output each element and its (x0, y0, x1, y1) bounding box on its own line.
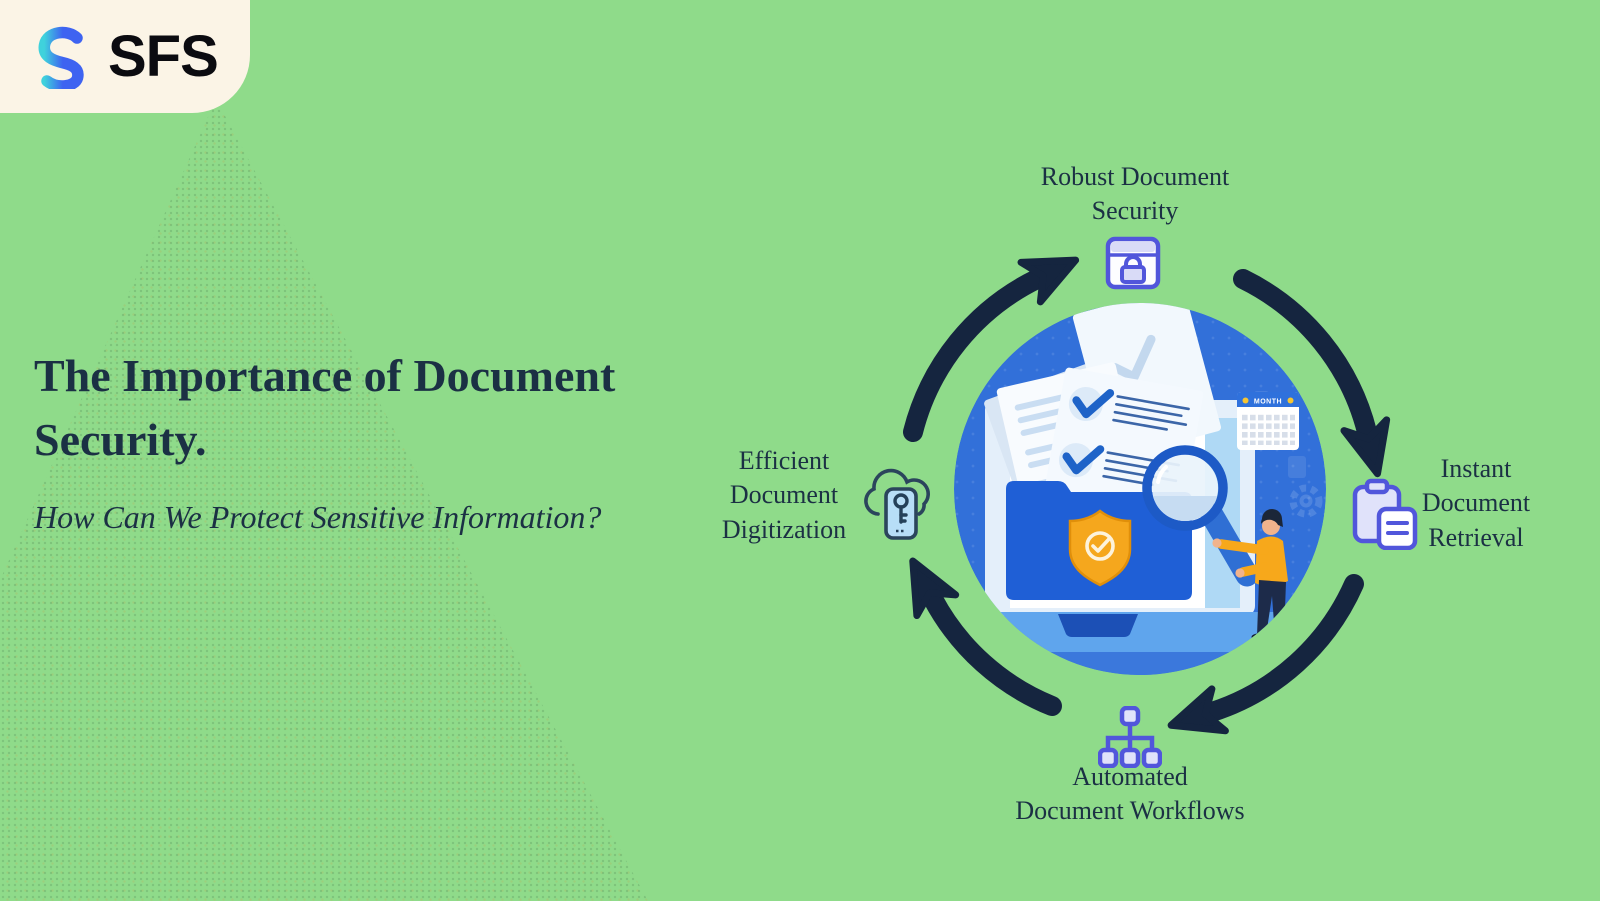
workflow-hierarchy-icon (1098, 706, 1162, 768)
browser-lock-icon (1105, 236, 1161, 290)
cycle-label-robust-document-security: Robust Document Security (1040, 162, 1230, 226)
cycle-arrow-bottom-left (909, 557, 1062, 716)
calendar-month-label: MONTH (1254, 399, 1282, 406)
page-title: The Importance of Document Security. (34, 350, 616, 466)
calendar-illustration: MONTH (1237, 392, 1299, 450)
cycle-arrows (903, 256, 1391, 735)
sfs-logo-icon (38, 26, 84, 89)
cycle-arrow-bottom-right (1167, 574, 1364, 735)
logo-badge: SFS (0, 0, 250, 113)
logo-wordmark: SFS (108, 24, 219, 89)
cycle-label-efficient-document-digitization: Efficient Document Digitization (721, 446, 847, 544)
cycle-label-automated-document-workflows: Automated Document Workflows (1015, 762, 1245, 826)
cloud-mobile-key-icon (864, 468, 930, 540)
center-illustration: MONTH (954, 303, 1326, 675)
cycle-arrow-top-left (903, 256, 1080, 442)
hero-text-block: The Importance of Document Security. How… (34, 344, 754, 536)
page-subtitle: How Can We Protect Sensitive Information… (34, 498, 602, 535)
cycle-label-instant-document-retrieval: Instant Document Retrieval (1421, 454, 1531, 552)
clipboard-document-icon (1352, 478, 1418, 550)
cycle-arrow-top-right (1233, 269, 1391, 478)
shield-check-icon (1068, 509, 1132, 587)
